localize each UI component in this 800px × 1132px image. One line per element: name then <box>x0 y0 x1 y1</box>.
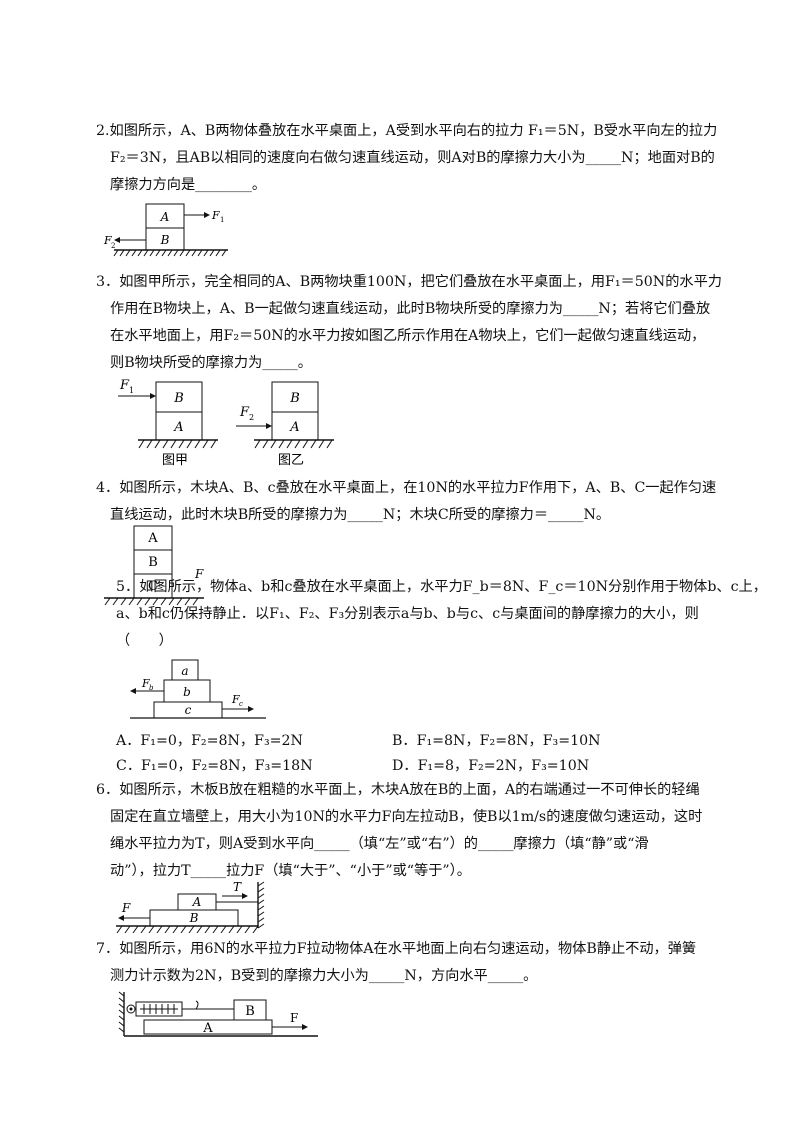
svg-text:2: 2 <box>249 413 254 422</box>
q5-option-a: A．F₁=0，F₂=8N，F₃=2N <box>116 733 303 749</box>
svg-text:F: F <box>103 234 112 247</box>
svg-text:b: b <box>183 685 191 699</box>
q3-caption-right: 图乙 <box>278 453 304 468</box>
q5-line-1: 5．如图所示，物体a、b和c叠放在水平桌面上，水平力F_b＝8N、F_c＝10N… <box>116 579 767 595</box>
svg-text:F: F <box>290 1011 298 1025</box>
q5-figure: a b c F b F c <box>130 659 266 719</box>
q7-line-1: 7．如图所示，用6N的水平拉力F拉动物体A在水平地面上向右匀速运动，物体B静止不… <box>96 941 697 957</box>
q3-figure: B A F 1 图甲 B A F 2 图乙 <box>118 378 334 468</box>
svg-text:F: F <box>141 677 150 690</box>
svg-text:F: F <box>211 209 220 222</box>
svg-text:F: F <box>231 693 240 706</box>
q6-line-2: 固定在直立墙壁上，用大小为10N的水平力F向左拉动B，使B以1m/s的速度做匀速… <box>110 809 703 825</box>
q4-line-2: 直线运动，此时木块B所受的摩擦力为_____N；木块C所受的摩擦力＝_____N… <box>110 507 611 523</box>
q4-figure: A B C F <box>104 525 204 606</box>
svg-text:B: B <box>289 391 300 406</box>
q5-option-d: D．F₁=8，F₂=2N，F₃=10N <box>392 758 590 774</box>
svg-text:c: c <box>185 703 192 717</box>
q7-figure: B A F <box>118 991 318 1037</box>
svg-text:F: F <box>121 901 131 915</box>
q3-line-4: 则B物块所受的摩擦力为_____。 <box>110 355 312 371</box>
svg-text:A: A <box>202 1021 213 1036</box>
q2-block-b-label: B <box>160 233 170 247</box>
svg-text:c: c <box>239 700 243 708</box>
q2-line-3: 摩擦力方向是________。 <box>110 177 267 193</box>
svg-text:F: F <box>194 567 204 581</box>
q2-block-a-label: A <box>160 210 170 224</box>
q6-figure: A B T F <box>116 880 265 934</box>
svg-text:1: 1 <box>220 216 224 224</box>
q6-line-1: 6．如图所示，木板B放在粗糙的水平面上，木块A放在B的上面，A的右端通过一不可伸… <box>96 782 700 798</box>
q2-figure: A B F 1 F 2 <box>103 203 228 257</box>
q5-option-c: C．F₁=0，F₂=8N，F₃=18N <box>116 758 313 774</box>
svg-text:B: B <box>189 911 199 925</box>
svg-text:F: F <box>119 378 130 393</box>
q3-caption-left: 图甲 <box>162 453 188 468</box>
svg-text:A: A <box>192 895 202 909</box>
svg-text:1: 1 <box>129 386 134 395</box>
q6-line-4: 动”），拉力T_____拉力F（填“大于”、“小于”或“等于”）。 <box>110 863 471 879</box>
svg-text:B: B <box>173 391 184 406</box>
q5-line-2: a、b和c仍保持静止．以F₁、F₂、F₃分别表示a与b、b与c、c与桌面间的静摩… <box>116 606 699 622</box>
svg-text:C: C <box>148 579 158 594</box>
svg-text:2: 2 <box>111 242 115 250</box>
svg-text:F: F <box>239 405 250 420</box>
q2-line-1: 2.如图所示，A、B两物体叠放在水平桌面上，A受到水平向右的拉力 F₁＝5N，B… <box>96 123 718 139</box>
q3-line-1: 3．如图甲所示，完全相同的A、B两物块重100N，把它们叠放在水平桌面上，用F₁… <box>96 274 722 290</box>
q3-line-3: 在水平地面上，用F₂＝50N的水平力按如图乙所示作用在A物块上，它们一起做匀速直… <box>110 328 706 344</box>
svg-text:B: B <box>245 1004 255 1019</box>
q5-line-3: （ ） <box>116 633 173 649</box>
q4-line-1: 4．如图所示，木块A、B、c叠放在水平桌面上，在10N的水平拉力F作用下，A、B… <box>96 480 717 496</box>
q2-line-2: F₂＝3N，且AB以相同的速度向右做匀速直线运动，则A对B的摩擦力大小为____… <box>110 150 715 166</box>
svg-text:A: A <box>147 531 158 546</box>
svg-text:A: A <box>173 420 183 435</box>
q5-option-b: B．F₁=8N，F₂=8N，F₃=10N <box>392 733 601 749</box>
q6-line-3: 绳水平拉力为T，则A受到水平向_____（填“左”或“右”）的_____摩擦力（… <box>110 836 649 852</box>
q3-line-2: 作用在B物块上，A、B一起做匀速直线运动，此时B物块所受的摩擦力为_____N；… <box>110 301 711 317</box>
svg-text:B: B <box>148 555 158 570</box>
q7-line-2: 测力计示数为2N，B受到的摩擦力大小为_____N，方向水平_____。 <box>110 968 538 984</box>
svg-text:b: b <box>149 684 154 692</box>
svg-text:A: A <box>289 420 299 435</box>
svg-text:T: T <box>233 880 242 894</box>
svg-text:a: a <box>181 664 188 678</box>
